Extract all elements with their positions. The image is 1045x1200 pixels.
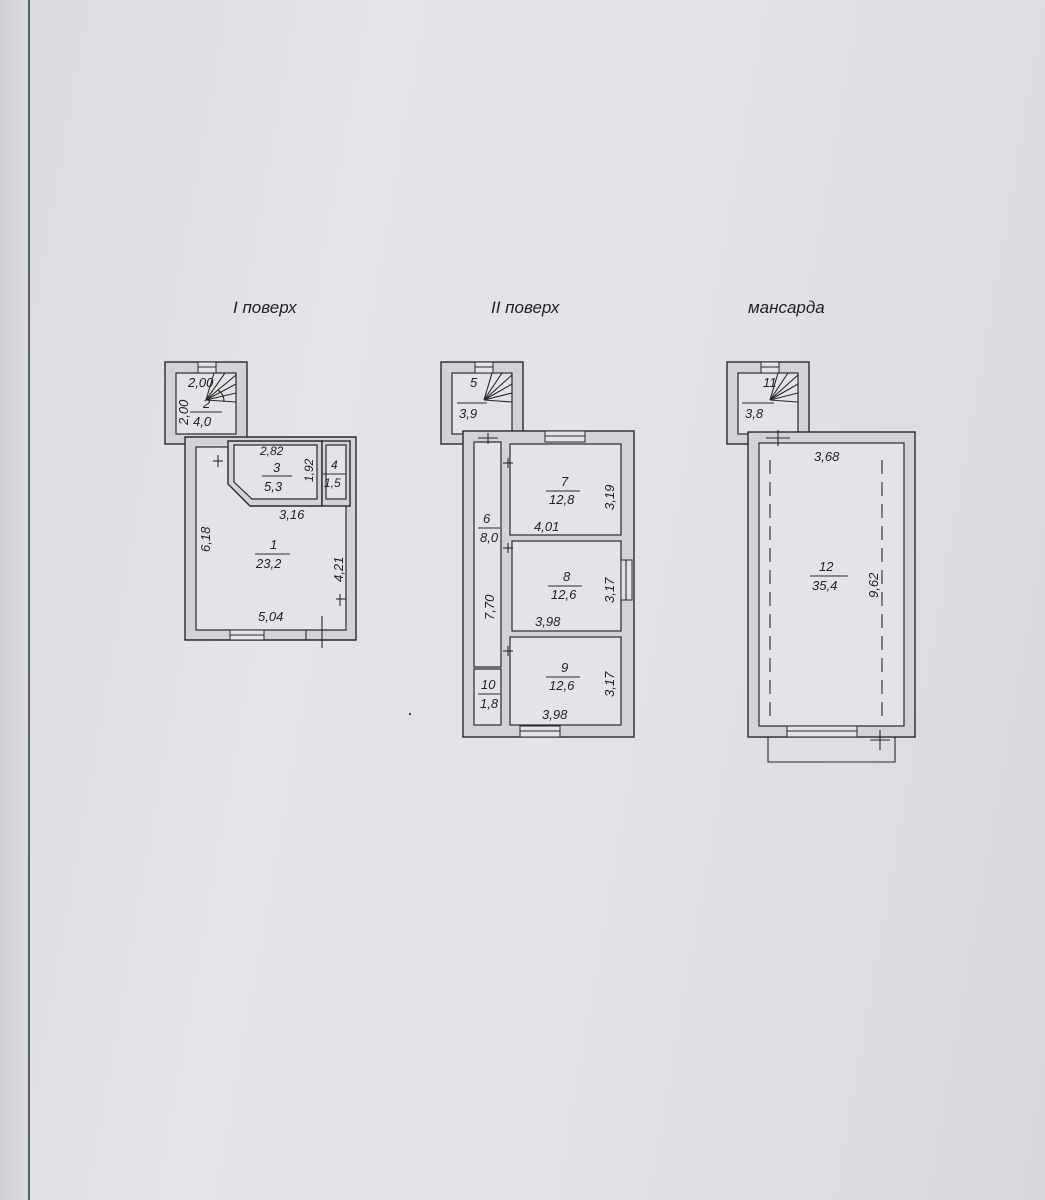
room-5-area: 3,9	[459, 406, 477, 421]
room-8-area: 12,6	[551, 587, 577, 602]
room-11-number: 11	[763, 375, 777, 390]
paper-edge	[0, 0, 30, 1200]
room-10-number: 10	[481, 677, 496, 692]
room-7-area: 12,8	[549, 492, 575, 507]
room-3-area: 5,3	[264, 479, 283, 494]
dim-12-length: 9,62	[866, 572, 881, 598]
dim-1-bottom: 5,04	[258, 609, 283, 624]
floor-2-plan: 5 3,9 6 8,0 7,70 7 12,8 3,19 4,01 8 12,6…	[440, 361, 635, 738]
room-9	[509, 636, 622, 726]
dim-3-height: 1,92	[302, 458, 316, 482]
room-4-area: 1,5	[324, 476, 341, 490]
dim-3-width: 2,82	[259, 444, 284, 458]
room-8-number: 8	[563, 569, 571, 584]
dim-8-height: 3,17	[602, 577, 617, 603]
room-11-area: 3,8	[745, 406, 764, 421]
dim-6-length: 7,70	[482, 594, 497, 620]
dim-2-width: 2,00	[187, 375, 214, 390]
room-12-number: 12	[819, 559, 834, 574]
attic-title: мансарда	[748, 298, 825, 317]
attic-plan: 11 3,8 3,68 12 35,4 9,62	[726, 361, 916, 763]
dim-7-width: 4,01	[534, 519, 559, 534]
floor-1-plan: 2,00 2,00 2 4,0 2,82 3 5,3 1,92 4 1,5 3,…	[164, 361, 357, 648]
room-6	[473, 441, 502, 668]
dim-1-left: 6,18	[198, 526, 213, 552]
dim-12-width: 3,68	[814, 449, 840, 464]
room-7	[509, 443, 622, 536]
room-6-area: 8,0	[480, 530, 499, 545]
floor-2-title: II поверх	[491, 298, 560, 317]
dim-1-right: 4,21	[331, 557, 346, 582]
room-3	[233, 444, 318, 500]
room-3-number: 3	[273, 460, 281, 475]
dim-8-width: 3,98	[535, 614, 561, 629]
room-5-number: 5	[470, 375, 478, 390]
room-4	[325, 444, 347, 500]
floor-1-title: I поверх	[233, 298, 297, 317]
room-4-number: 4	[331, 458, 338, 472]
dim-1-top: 3,16	[279, 507, 305, 522]
dim-7-height: 3,19	[602, 485, 617, 510]
room-10-area: 1,8	[480, 696, 499, 711]
room-10	[473, 668, 502, 726]
balcony	[767, 737, 896, 763]
speck	[408, 712, 412, 716]
room-7-number: 7	[561, 474, 569, 489]
room-1-area: 23,2	[255, 556, 282, 571]
room-9-area: 12,6	[549, 678, 575, 693]
room-2-number: 2	[202, 396, 211, 411]
dim-9-width: 3,98	[542, 707, 568, 722]
room-12	[758, 442, 905, 727]
dim-9-height: 3,17	[602, 671, 617, 697]
spiral-stair-icon	[483, 372, 513, 403]
dim-2-height: 2,00	[176, 399, 191, 426]
room-6-number: 6	[483, 511, 491, 526]
room-1-number: 1	[270, 537, 277, 552]
room-9-number: 9	[561, 660, 568, 675]
spiral-stair-icon	[769, 372, 799, 403]
room-12-area: 35,4	[812, 578, 837, 593]
spiral-stair-icon	[205, 372, 237, 403]
room-2-area: 4,0	[193, 414, 212, 429]
